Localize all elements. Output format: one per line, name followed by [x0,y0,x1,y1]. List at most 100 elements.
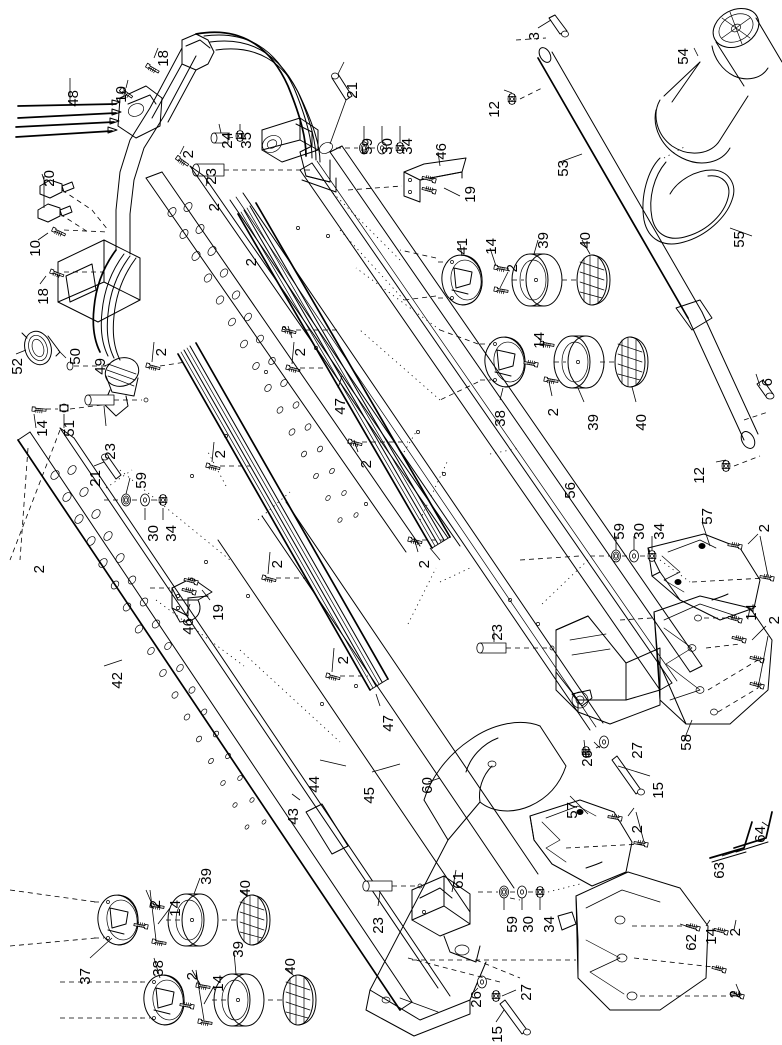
callout-number: 30 [379,138,396,155]
callout-number: 39 [198,868,215,885]
callout-number: 60 [419,777,436,794]
part-62-rear-cover [557,871,745,1011]
callout-number: 15 [489,1026,506,1043]
callout-number: 42 [109,672,126,689]
callout-number: 58 [678,734,695,751]
rail-screws [145,325,444,683]
part-57-endcap-lower [529,795,649,887]
callout-number: 39 [230,941,247,958]
callout-number: 44 [306,776,323,793]
callout-number: 21 [344,82,361,99]
callout-number: 55 [731,231,748,248]
callout-number: 14 [703,928,720,945]
callout-number: 34 [651,523,668,540]
part-21-pin-top [319,61,353,154]
callout-number: 14 [743,604,760,621]
callout-number: 20 [41,170,58,187]
callout-number: 19 [210,604,227,621]
allen-wrenches [709,811,773,863]
callout-number: 2 [416,560,433,569]
callout-number: 2 [545,408,562,417]
callout-number: 18 [155,50,172,67]
callout-number: 19 [462,186,479,203]
callout-number: 43 [285,808,302,825]
callout-number: 39 [585,414,602,431]
callout-number: 26 [468,991,485,1008]
pulley-assembly-1 [438,239,611,307]
part-47-guide-rails [177,202,451,707]
callout-number: 3 [526,32,543,41]
callout-number: 34 [541,916,558,933]
callout-number: 2 [727,928,744,937]
callout-number: 2 [153,348,170,357]
callout-number: 14 [34,420,51,437]
callout-number: 27 [629,742,646,759]
callout-number: 2 [727,990,744,999]
pulley-assembly-bottom-1 [9,877,271,959]
callout-number: 45 [361,787,378,804]
part-20-connectors [37,173,109,233]
callout-number: 2 [504,264,521,273]
callout-number: 6 [759,378,776,387]
pulley-assembly-bottom-2 [60,951,317,1027]
callout-number: 23 [489,624,506,641]
bolt-23-center [476,632,555,654]
callout-number: 18 [35,288,52,305]
fasteners-26-27-15-upper [581,735,651,796]
callout-number: 14 [167,900,184,917]
callout-number: 57 [699,508,716,525]
callout-number: 40 [282,958,299,975]
callout-number: 2 [212,450,229,459]
reference-dots [190,226,540,706]
callout-number: 14 [210,975,227,992]
callout-number: 30 [520,916,537,933]
washer-stack-bottom [478,883,581,910]
part-58-side-shield [653,595,773,741]
callout-number: 40 [577,232,594,249]
callout-number: 39 [535,232,552,249]
callout-number: 38 [150,960,167,977]
part-61-bracket [411,869,521,979]
callout-number: 15 [650,782,667,799]
callout-number: 2 [335,656,352,665]
part-57-endcap-upper [647,521,775,621]
bolt-23-lower [362,880,423,907]
callout-number: 2 [269,560,286,569]
cable-group [15,330,168,520]
washer-stack-mid-right [539,536,691,607]
callout-number: 2 [184,972,201,981]
callout-number: 12 [691,467,708,484]
callout-number: 64 [752,826,769,843]
callout-number: 48 [65,90,82,107]
callout-number: 59 [133,472,150,489]
callout-number: 23 [203,168,220,185]
callout-number: 12 [486,101,503,118]
callout-number: 2 [629,825,646,834]
pulley-assembly-2 [480,335,649,403]
callout-number: 34 [399,138,416,155]
callout-number: 23 [370,917,387,934]
callout-number: 23 [102,443,119,460]
part-48-tie-wraps [15,78,122,138]
console-bracket [261,117,337,193]
callout-number: 2 [147,900,164,909]
part-54-roller-drum [654,8,782,164]
callout-number: 52 [9,358,26,375]
callout-number: 63 [711,862,728,879]
callout-number: 59 [359,138,376,155]
callout-number: 27 [518,984,535,1001]
main-frame-group [229,145,703,731]
callout-number: 30 [145,525,162,542]
callout-number: 24 [219,132,236,149]
callout-number: 2 [243,258,260,267]
part-53-upright [503,14,775,472]
callout-number: 56 [562,482,579,499]
callout-number: 2 [180,150,197,159]
callout-number: 40 [237,880,254,897]
fasteners-top-left [37,47,161,285]
alignment-guides [207,189,653,983]
callout-number: 47 [332,398,349,415]
callout-number: 14 [531,332,548,349]
